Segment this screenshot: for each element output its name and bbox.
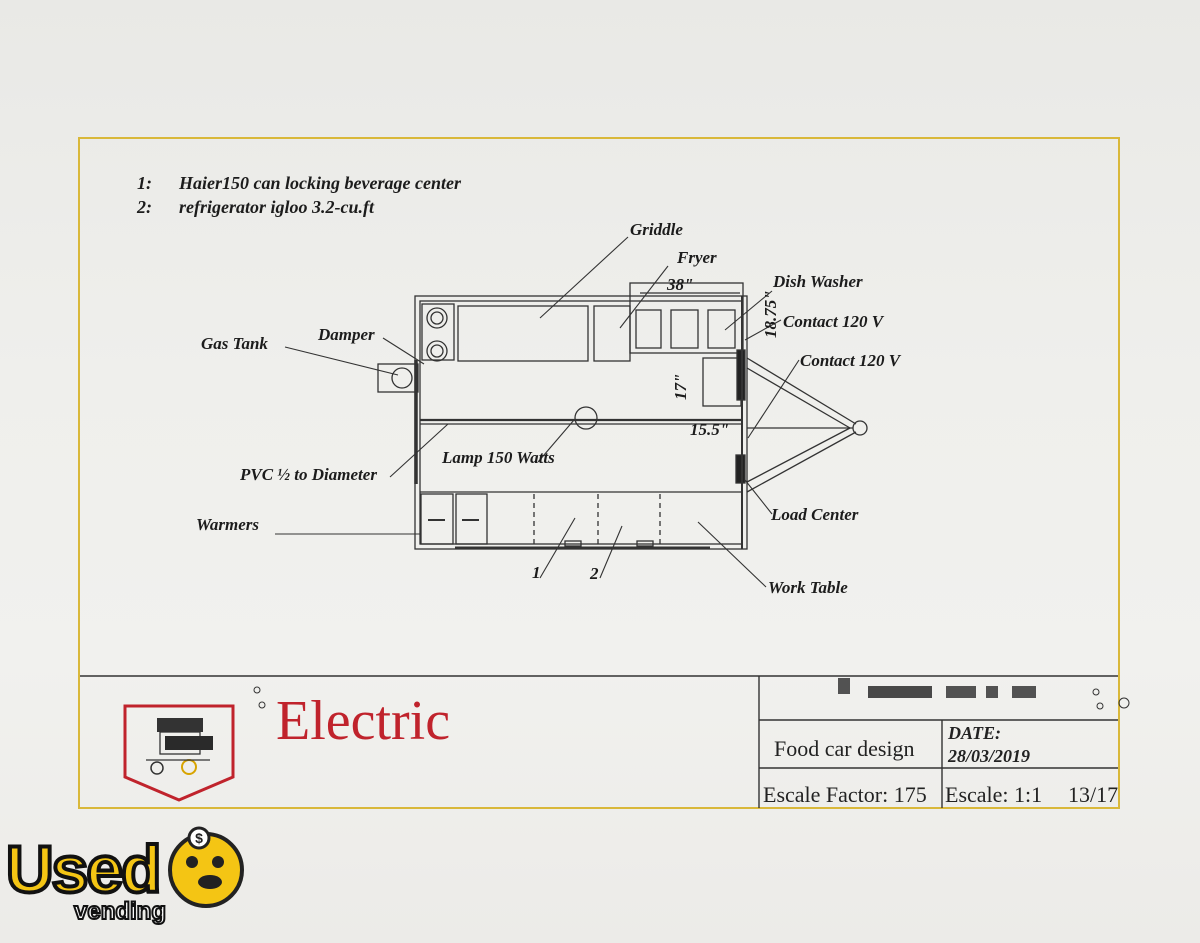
label-pvc: PVC ½ to Diameter xyxy=(240,465,377,484)
burner-icon xyxy=(426,307,448,329)
label-warmers: Warmers xyxy=(196,515,259,534)
legend-number: 1: xyxy=(137,173,152,193)
lamp-shape xyxy=(574,406,598,430)
label-fryer: Fryer xyxy=(677,248,717,267)
gas-tank-shape xyxy=(391,367,413,389)
label-dim-15-5: 15.5" xyxy=(690,420,730,439)
label-dim-17: 17" xyxy=(671,373,690,400)
label-dish-washer: Dish Washer xyxy=(773,272,863,291)
warmer-shape xyxy=(420,493,454,545)
redacted-area xyxy=(838,678,850,694)
scale: Escale: 1:1 xyxy=(945,782,1043,807)
redacted-area xyxy=(868,686,932,698)
sheet-number: 13/17 xyxy=(1068,782,1119,807)
label-work-table: Work Table xyxy=(768,578,848,597)
date-label: DATE: xyxy=(948,723,1002,743)
load-center-shape xyxy=(735,454,746,484)
legend-item-2: 2: refrigerator igloo 3.2-cu.ft xyxy=(137,198,374,216)
drawing-frame xyxy=(78,137,1120,809)
used-vending-watermark: $ Used vending xyxy=(4,826,256,943)
project-name: Food car design xyxy=(774,736,915,761)
watermark-logo-icon: $ xyxy=(168,826,244,908)
burner-icon xyxy=(426,340,448,362)
watermark-sub: vending xyxy=(73,898,167,925)
label-griddle: Griddle xyxy=(630,220,683,239)
hitch-coupler xyxy=(852,420,868,436)
label-num-2: 2 xyxy=(590,564,599,583)
label-lamp: Lamp 150 Watts xyxy=(442,448,555,467)
legend-item-1: 1: Haier150 can locking beverage center xyxy=(137,174,461,192)
label-load-center: Load Center xyxy=(771,505,859,524)
warmer-shape xyxy=(455,493,488,545)
legend-text: Haier150 can locking beverage center xyxy=(179,173,461,193)
watermark-brand: Used xyxy=(4,832,163,906)
label-damper: Damper xyxy=(318,325,375,344)
label-dim-38: 38" xyxy=(667,275,694,294)
redacted-area xyxy=(986,686,998,698)
legend-text: refrigerator igloo 3.2-cu.ft xyxy=(179,197,374,217)
label-gas-tank: Gas Tank xyxy=(201,334,268,353)
redacted-area xyxy=(165,736,213,750)
dish-washer-shape xyxy=(707,309,736,349)
griddle-shape xyxy=(457,305,589,362)
legend-number: 2: xyxy=(137,197,152,217)
redacted-area xyxy=(946,686,976,698)
drawing-title: Electric xyxy=(276,690,451,752)
company-logo xyxy=(123,704,235,802)
scale-factor: Escale Factor: 175 xyxy=(763,782,927,807)
label-contact-2: Contact 120 V xyxy=(800,351,901,370)
date-value: 28/03/2019 xyxy=(948,746,1031,766)
label-dim-18-75: 18.75" xyxy=(761,290,780,338)
label-contact-1: Contact 120 V xyxy=(783,312,884,331)
label-num-1: 1 xyxy=(532,563,541,582)
redacted-area xyxy=(1012,686,1036,698)
fryer-shape xyxy=(593,305,631,362)
svg-text:$: $ xyxy=(195,830,203,846)
